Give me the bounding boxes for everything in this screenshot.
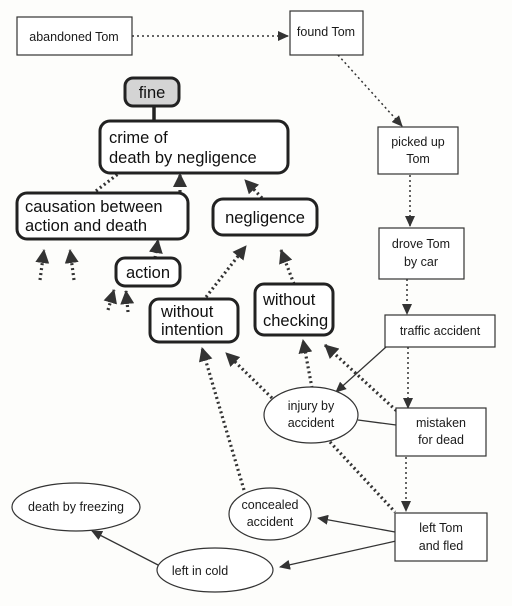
label-checking-2: checking — [263, 312, 328, 330]
label-intention-1: without — [160, 303, 214, 321]
edge-checking-negligence — [279, 249, 296, 285]
node-fine: fine — [123, 76, 181, 108]
node-death-by-freezing: death by freezing — [11, 482, 141, 532]
label-injury-2: accident — [288, 416, 335, 430]
edge-cold-freezing — [91, 530, 161, 567]
label-crime-1: crime of — [109, 129, 168, 147]
label-picked-1: picked up — [391, 135, 445, 149]
label-found-tom: found Tom — [297, 25, 355, 39]
label-left-2: and fled — [419, 539, 464, 553]
node-concealed-accident: concealed accident — [228, 487, 312, 541]
edge-action-causation — [148, 239, 163, 259]
edge-stub-a — [35, 249, 50, 281]
label-left-in-cold: left in cold — [172, 564, 228, 578]
label-mistaken-2: for dead — [418, 433, 464, 447]
label-concealed-2: accident — [247, 515, 294, 529]
edge-negligence-crime — [243, 178, 264, 200]
node-mistaken-for-dead: mistaken for dead — [395, 407, 487, 457]
label-concealed-1: concealed — [242, 498, 299, 512]
label-intention-2: intention — [161, 321, 223, 339]
node-left-tom-and-fled: left Tom and fled — [394, 512, 488, 562]
node-causation: causation between action and death — [15, 191, 190, 241]
label-left-1: left Tom — [419, 521, 463, 535]
edge-stub-c — [103, 289, 117, 311]
label-negligence: negligence — [225, 209, 305, 227]
node-traffic-accident: traffic accident — [384, 314, 496, 348]
label-fine: fine — [139, 84, 166, 102]
label-injury-1: injury by — [288, 399, 335, 413]
node-picked-up-tom: picked up Tom — [377, 126, 459, 175]
label-abandoned-tom: abandoned Tom — [29, 30, 118, 44]
edge-stub-d — [120, 290, 135, 313]
edges — [35, 31, 415, 570]
edge-causation-crime — [91, 132, 171, 196]
label-crime-2: death by negligence — [109, 149, 257, 167]
label-checking-1: without — [262, 291, 316, 309]
edge-left-cold — [279, 540, 397, 570]
edge-mistaken-injury — [357, 419, 397, 426]
label-drove-1: drove Tom — [392, 237, 450, 251]
edge-injury-left — [328, 440, 397, 514]
node-left-in-cold: left in cold — [156, 547, 274, 593]
edge-injury-intention — [224, 351, 274, 400]
label-mistaken-1: mistaken — [416, 416, 466, 430]
node-abandoned-tom: abandoned Tom — [16, 16, 133, 56]
edge-injury-checking — [298, 339, 314, 389]
node-without-intention: without intention — [148, 297, 240, 344]
node-found-tom: found Tom — [289, 10, 364, 56]
edge-stub-b — [64, 249, 79, 281]
edge-mistaken-checking — [323, 343, 402, 416]
label-drove-2: by car — [404, 255, 438, 269]
node-negligence: negligence — [211, 197, 319, 237]
node-action: action — [114, 256, 182, 288]
label-causation-2: action and death — [25, 217, 147, 235]
label-traffic-accident: traffic accident — [400, 324, 481, 338]
node-injury-by-accident: injury by accident — [263, 386, 359, 444]
edge-left-concealed — [317, 514, 396, 533]
edge-traffic-injury — [335, 346, 387, 393]
label-causation-1: causation between — [25, 198, 163, 216]
node-without-checking: without checking — [253, 282, 335, 337]
node-drove-tom: drove Tom by car — [378, 227, 465, 280]
edge-concealed-intention — [198, 347, 246, 491]
label-death-by-freezing: death by freezing — [28, 500, 124, 514]
edge-intention-negligence — [204, 245, 248, 298]
node-crime-of-death-by-negligence: crime of death by negligence — [98, 119, 290, 175]
edge-found-picked — [337, 54, 403, 127]
label-picked-2: Tom — [406, 152, 430, 166]
label-action: action — [126, 264, 170, 282]
